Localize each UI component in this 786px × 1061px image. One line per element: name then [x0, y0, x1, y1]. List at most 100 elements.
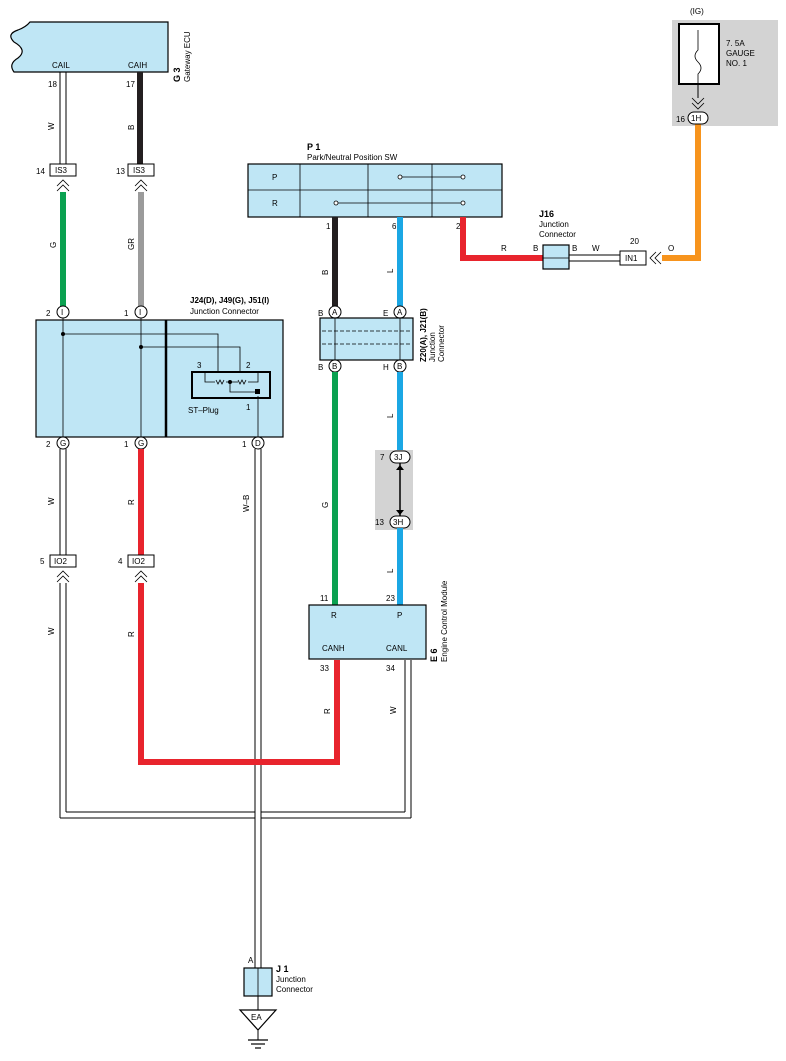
- svg-text:Junction: Junction: [276, 975, 306, 984]
- svg-text:1: 1: [242, 440, 247, 449]
- svg-text:4: 4: [118, 557, 123, 566]
- svg-text:IS3: IS3: [55, 166, 68, 175]
- svg-text:1: 1: [326, 222, 331, 231]
- svg-text:Engine Control Module: Engine Control Module: [440, 580, 449, 662]
- wire-label-w-ecm: W: [389, 706, 398, 714]
- wire-label-r2: R: [127, 499, 136, 505]
- svg-text:IN1: IN1: [625, 254, 638, 263]
- svg-text:G: G: [60, 439, 66, 448]
- svg-text:Z20(A), J21(B): Z20(A), J21(B): [419, 308, 428, 362]
- wire-label-b-p1: B: [321, 270, 330, 275]
- svg-text:2: 2: [46, 440, 51, 449]
- wire-w-ecm-bus: [404, 660, 412, 818]
- svg-text:3J: 3J: [394, 453, 402, 462]
- svg-text:CANH: CANH: [322, 644, 345, 653]
- svg-text:Junction Connector: Junction Connector: [190, 307, 259, 316]
- svg-text:34: 34: [386, 664, 395, 673]
- wire-label-b1: B: [127, 125, 136, 130]
- svg-text:G: G: [138, 439, 144, 448]
- svg-text:P 1: P 1: [307, 142, 320, 152]
- junction-connector-j16: J16 Junction Connector B B: [533, 209, 577, 270]
- svg-text:P: P: [397, 611, 402, 620]
- g3-id: G 3: [172, 67, 182, 82]
- connector-is3-left: 14 IS3: [36, 163, 77, 192]
- wire-label-w3: W: [47, 627, 56, 635]
- connector-io2-left: 5 IO2: [40, 554, 77, 583]
- svg-text:B: B: [397, 362, 402, 371]
- svg-text:1H: 1H: [691, 114, 701, 123]
- svg-text:Connector: Connector: [539, 230, 576, 239]
- svg-text:D: D: [255, 439, 261, 448]
- park-neutral-switch: P 1 Park/Neutral Position SW P R 1 6 2: [247, 142, 503, 231]
- svg-text:B: B: [572, 244, 577, 253]
- svg-text:E 6: E 6: [429, 648, 439, 662]
- svg-text:B: B: [533, 244, 538, 253]
- svg-text:Connector: Connector: [437, 325, 446, 362]
- connector-io2-right: 4 IO2: [118, 554, 155, 583]
- svg-text:2: 2: [46, 309, 51, 318]
- svg-text:2: 2: [456, 222, 461, 231]
- svg-text:(IG): (IG): [690, 7, 704, 16]
- wire-label-gr1: GR: [127, 238, 136, 250]
- wire-label-w2: W: [47, 497, 56, 505]
- svg-text:GAUGE: GAUGE: [726, 49, 755, 58]
- ig-fuse: (IG) 7. 5A GAUGE NO. 1 16 1H: [676, 7, 755, 125]
- ground-ea: EA: [251, 1013, 262, 1022]
- svg-text:6: 6: [392, 222, 397, 231]
- svg-text:A: A: [332, 308, 338, 317]
- svg-text:Junction: Junction: [428, 332, 437, 362]
- svg-text:5: 5: [40, 557, 45, 566]
- wire-label-l-low: L: [386, 568, 395, 573]
- svg-text:E: E: [383, 309, 388, 318]
- svg-text:IS3: IS3: [133, 166, 146, 175]
- svg-text:IO2: IO2: [54, 557, 67, 566]
- st-plug-label: ST–Plug: [188, 406, 219, 415]
- svg-text:13: 13: [375, 518, 384, 527]
- svg-text:Junction: Junction: [539, 220, 569, 229]
- svg-text:Park/Neutral Position SW: Park/Neutral Position SW: [307, 153, 398, 162]
- wire-w-g3-is3: [59, 72, 67, 164]
- wire-w-io2-bus: [59, 583, 411, 819]
- svg-text:11: 11: [320, 594, 329, 603]
- svg-text:1: 1: [246, 403, 251, 412]
- svg-text:14: 14: [36, 167, 45, 176]
- svg-text:B: B: [318, 363, 323, 372]
- engine-control-module: 11 23 R P CANH CANL 33 34 E 6 Engine Con…: [308, 580, 449, 673]
- wire-label-r-p1: R: [501, 244, 507, 253]
- pin-caih-label: CAIH: [128, 61, 147, 70]
- wire-label-wb: W–B: [242, 495, 251, 512]
- pin-cail-label: CAIL: [52, 61, 70, 70]
- svg-text:I: I: [61, 308, 63, 317]
- svg-text:1: 1: [124, 309, 129, 318]
- pin-18-num: 18: [48, 80, 57, 89]
- wire-label-g-mid: G: [321, 502, 330, 508]
- wire-label-o-ig: O: [668, 244, 674, 253]
- wire-wb-junction-j1: [254, 449, 262, 968]
- svg-text:1: 1: [124, 440, 129, 449]
- junction-connector-left: J24(D), J49(G), J51(I) Junction Connecto…: [35, 296, 284, 450]
- svg-text:NO. 1: NO. 1: [726, 59, 747, 68]
- wire-w-junction-io2: [59, 449, 67, 555]
- svg-text:A: A: [397, 308, 403, 317]
- svg-text:J24(D), J49(G), J51(I): J24(D), J49(G), J51(I): [190, 296, 269, 305]
- svg-text:Connector: Connector: [276, 985, 313, 994]
- svg-text:7. 5A: 7. 5A: [726, 39, 745, 48]
- svg-text:13: 13: [116, 167, 125, 176]
- svg-text:B: B: [318, 309, 323, 318]
- wire-label-g1: G: [49, 242, 58, 248]
- pin-17-num: 17: [126, 80, 135, 89]
- gateway-ecu: CAIL CAIH 18 17 G 3 Gateway ECU: [10, 21, 192, 89]
- wire-label-r-ecm: R: [323, 708, 332, 714]
- g3-name: Gateway ECU: [183, 31, 192, 82]
- wire-label-w-j16: W: [592, 244, 600, 253]
- svg-text:R: R: [331, 611, 337, 620]
- svg-text:P: P: [272, 173, 277, 182]
- wire-r-io2-ecm: [138, 583, 340, 765]
- svg-text:B: B: [332, 362, 337, 371]
- connector-in1: 20 IN1: [619, 237, 662, 266]
- svg-text:16: 16: [676, 115, 685, 124]
- svg-text:20: 20: [630, 237, 639, 246]
- svg-text:A: A: [248, 956, 254, 965]
- wire-label-w1: W: [47, 122, 56, 130]
